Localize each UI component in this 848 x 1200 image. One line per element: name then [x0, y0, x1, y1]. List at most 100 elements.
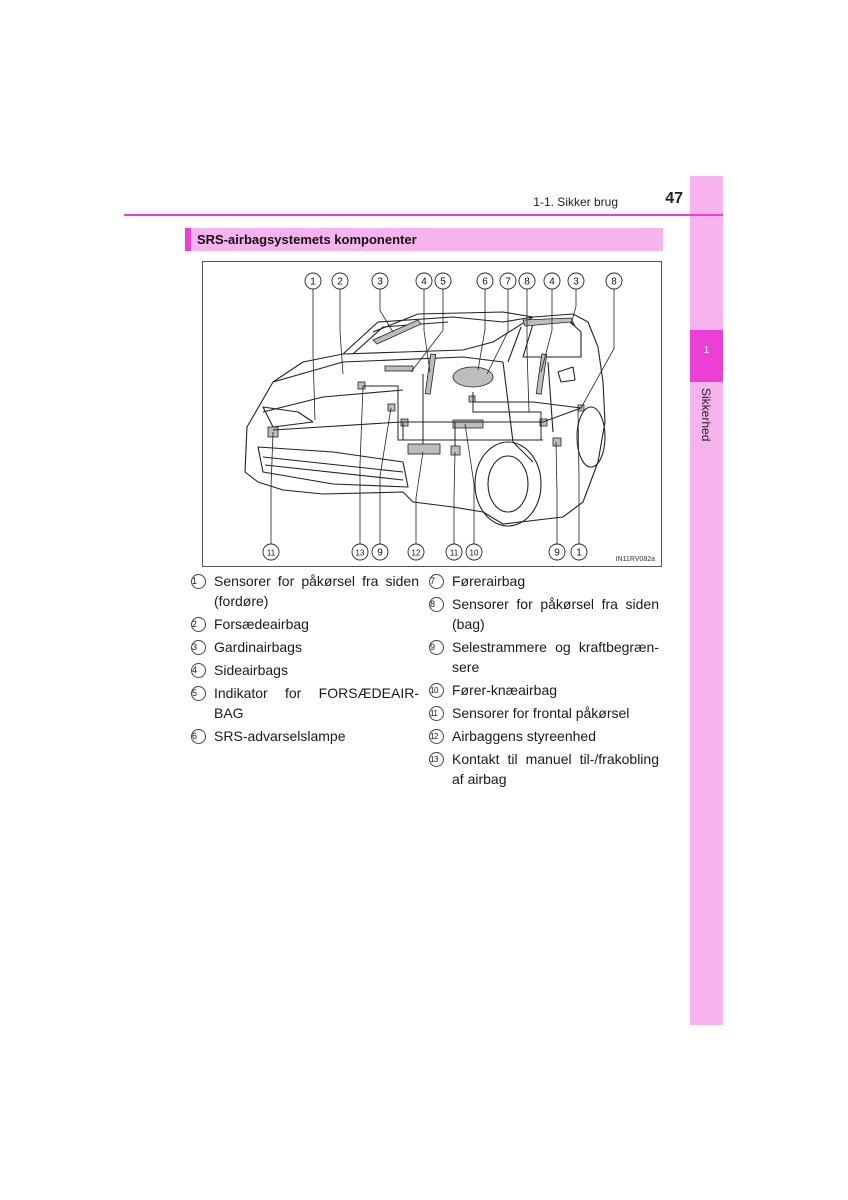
callout-leader-line — [555, 441, 558, 544]
chapter-sidebar-tab — [690, 176, 723, 1025]
callout-top: 4 — [415, 272, 433, 290]
callout-leader-line — [270, 431, 274, 544]
callout-label: 3 — [573, 277, 579, 288]
callout-leader-line — [577, 409, 580, 544]
callout-label: 7 — [505, 277, 511, 288]
legend-text: Sensorer for påkørsel fra siden (bag) — [452, 596, 659, 632]
callout-bottom: 12 — [407, 543, 425, 561]
callout-label: 11 — [267, 549, 276, 558]
legend-number: 7 — [429, 574, 444, 589]
callout-leader-line — [410, 289, 444, 373]
legend-number: 8 — [429, 597, 444, 612]
header-section-title: 1-1. Sikker brug — [533, 195, 618, 209]
callout-label: 11 — [450, 549, 459, 558]
legend-item: 10 Fører-knæairbag — [429, 680, 659, 700]
callout-top: 6 — [476, 272, 494, 290]
callout-label: 10 — [470, 549, 479, 558]
callout-label: 2 — [337, 277, 343, 288]
callout-leader-line — [312, 289, 316, 421]
callout-bottom: 11 — [262, 543, 280, 561]
chapter-label: Sikkerhed — [699, 388, 713, 442]
legend-number: 10 — [429, 683, 444, 698]
legend-number: 1 — [191, 574, 206, 589]
legend-text: Airbaggens styreenhed — [452, 728, 596, 744]
callout-top: 8 — [605, 272, 623, 290]
callout-leader-line — [359, 385, 364, 544]
callout-leader-line — [339, 289, 344, 375]
callout-label: 1 — [576, 548, 582, 559]
callout-label: 1 — [310, 277, 316, 288]
legend-item: 9 Selestrammere og kraftbegræn-sere — [429, 637, 659, 677]
legend-item: 13 Kontakt til manuel til-/frakobling af … — [429, 749, 659, 789]
callout-leader-line — [415, 451, 424, 544]
page-number: 47 — [665, 190, 683, 207]
legend-left-column: 1 Sensorer for påkørsel fra siden (fordør… — [191, 571, 419, 749]
legend-number: 2 — [191, 617, 206, 632]
legend-number: 3 — [191, 640, 206, 655]
callout-bottom: 9 — [371, 543, 389, 561]
legend-text: Sideairbags — [214, 662, 288, 678]
callout-label: 3 — [377, 277, 383, 288]
legend-item: 12 Airbaggens styreenhed — [429, 726, 659, 746]
legend-number: 13 — [429, 752, 444, 767]
callout-top: 4 — [543, 272, 561, 290]
callout-bottom: 13 — [351, 543, 369, 561]
legend-item: 3 Gardinairbags — [191, 637, 419, 657]
callout-leader-line — [379, 289, 394, 333]
section-heading: SRS-airbagsystemets komponenter — [185, 228, 663, 251]
callout-bottom: 9 — [548, 543, 566, 561]
legend-number: 5 — [191, 686, 206, 701]
legend-number: 4 — [191, 663, 206, 678]
callout-bottom: 11 — [445, 543, 463, 561]
callout-leader-line — [477, 289, 486, 371]
legend-number: 9 — [429, 640, 444, 655]
callout-leader-line — [526, 289, 530, 413]
legend-text: Førerairbag — [452, 573, 526, 589]
callout-top: 3 — [567, 272, 585, 290]
legend-text: Gardinairbags — [214, 639, 302, 655]
legend-item: 5 Indikator for FORSÆDEAIR-BAG — [191, 683, 419, 723]
legend-text: SRS-advarselslampe — [214, 728, 346, 744]
callout-label: 6 — [482, 277, 488, 288]
legend-item: 1 Sensorer for påkørsel fra siden (fordør… — [191, 571, 419, 611]
legend-item: 6 SRS-advarselslampe — [191, 726, 419, 746]
legend-item: 7 Førerairbag — [429, 571, 659, 591]
callout-label: 9 — [377, 548, 383, 559]
legend-right-column: 7 Førerairbag 8 Sensorer for påkørsel fra … — [429, 571, 659, 792]
callout-label: 8 — [524, 277, 530, 288]
callout-label: 5 — [440, 277, 446, 288]
callout-leader-line — [453, 451, 456, 544]
callout-leader-line — [570, 289, 577, 325]
legend-number: 6 — [191, 729, 206, 744]
callout-top: 8 — [518, 272, 536, 290]
legend-number: 12 — [429, 729, 444, 744]
figure-code: IN11RV082a — [615, 556, 655, 563]
callout-label: 8 — [611, 277, 617, 288]
callout-leader-line — [423, 289, 431, 373]
callout-top: 7 — [499, 272, 517, 290]
callout-top: 3 — [371, 272, 389, 290]
legend-text: Sensorer for påkørsel fra siden (fordøre… — [214, 573, 419, 609]
legend-number: 11 — [429, 706, 444, 721]
callout-top: 1 — [304, 272, 322, 290]
callout-label: 4 — [421, 277, 427, 288]
callout-leader-line — [379, 407, 392, 544]
callout-leader-line — [580, 289, 615, 409]
callout-leader-line — [486, 289, 509, 375]
legend-text: Fører-knæairbag — [452, 682, 558, 698]
callout-top: 5 — [434, 272, 452, 290]
callout-leader-line — [540, 289, 553, 373]
legend-item: 4 Sideairbags — [191, 660, 419, 680]
legend-text: Kontakt til manuel til-/frakobling af ai… — [452, 751, 659, 787]
callout-bottom: 10 — [465, 543, 483, 561]
chapter-number-tab[interactable]: 1 — [690, 330, 723, 382]
callout-leader-line — [464, 423, 475, 544]
callout-label: 4 — [549, 277, 555, 288]
legend-text: Selestrammere og kraftbegræn-sere — [452, 639, 659, 675]
callout-bottom: 1 — [570, 543, 588, 561]
legend-text: Indikator for FORSÆDEAIR-BAG — [214, 685, 419, 721]
